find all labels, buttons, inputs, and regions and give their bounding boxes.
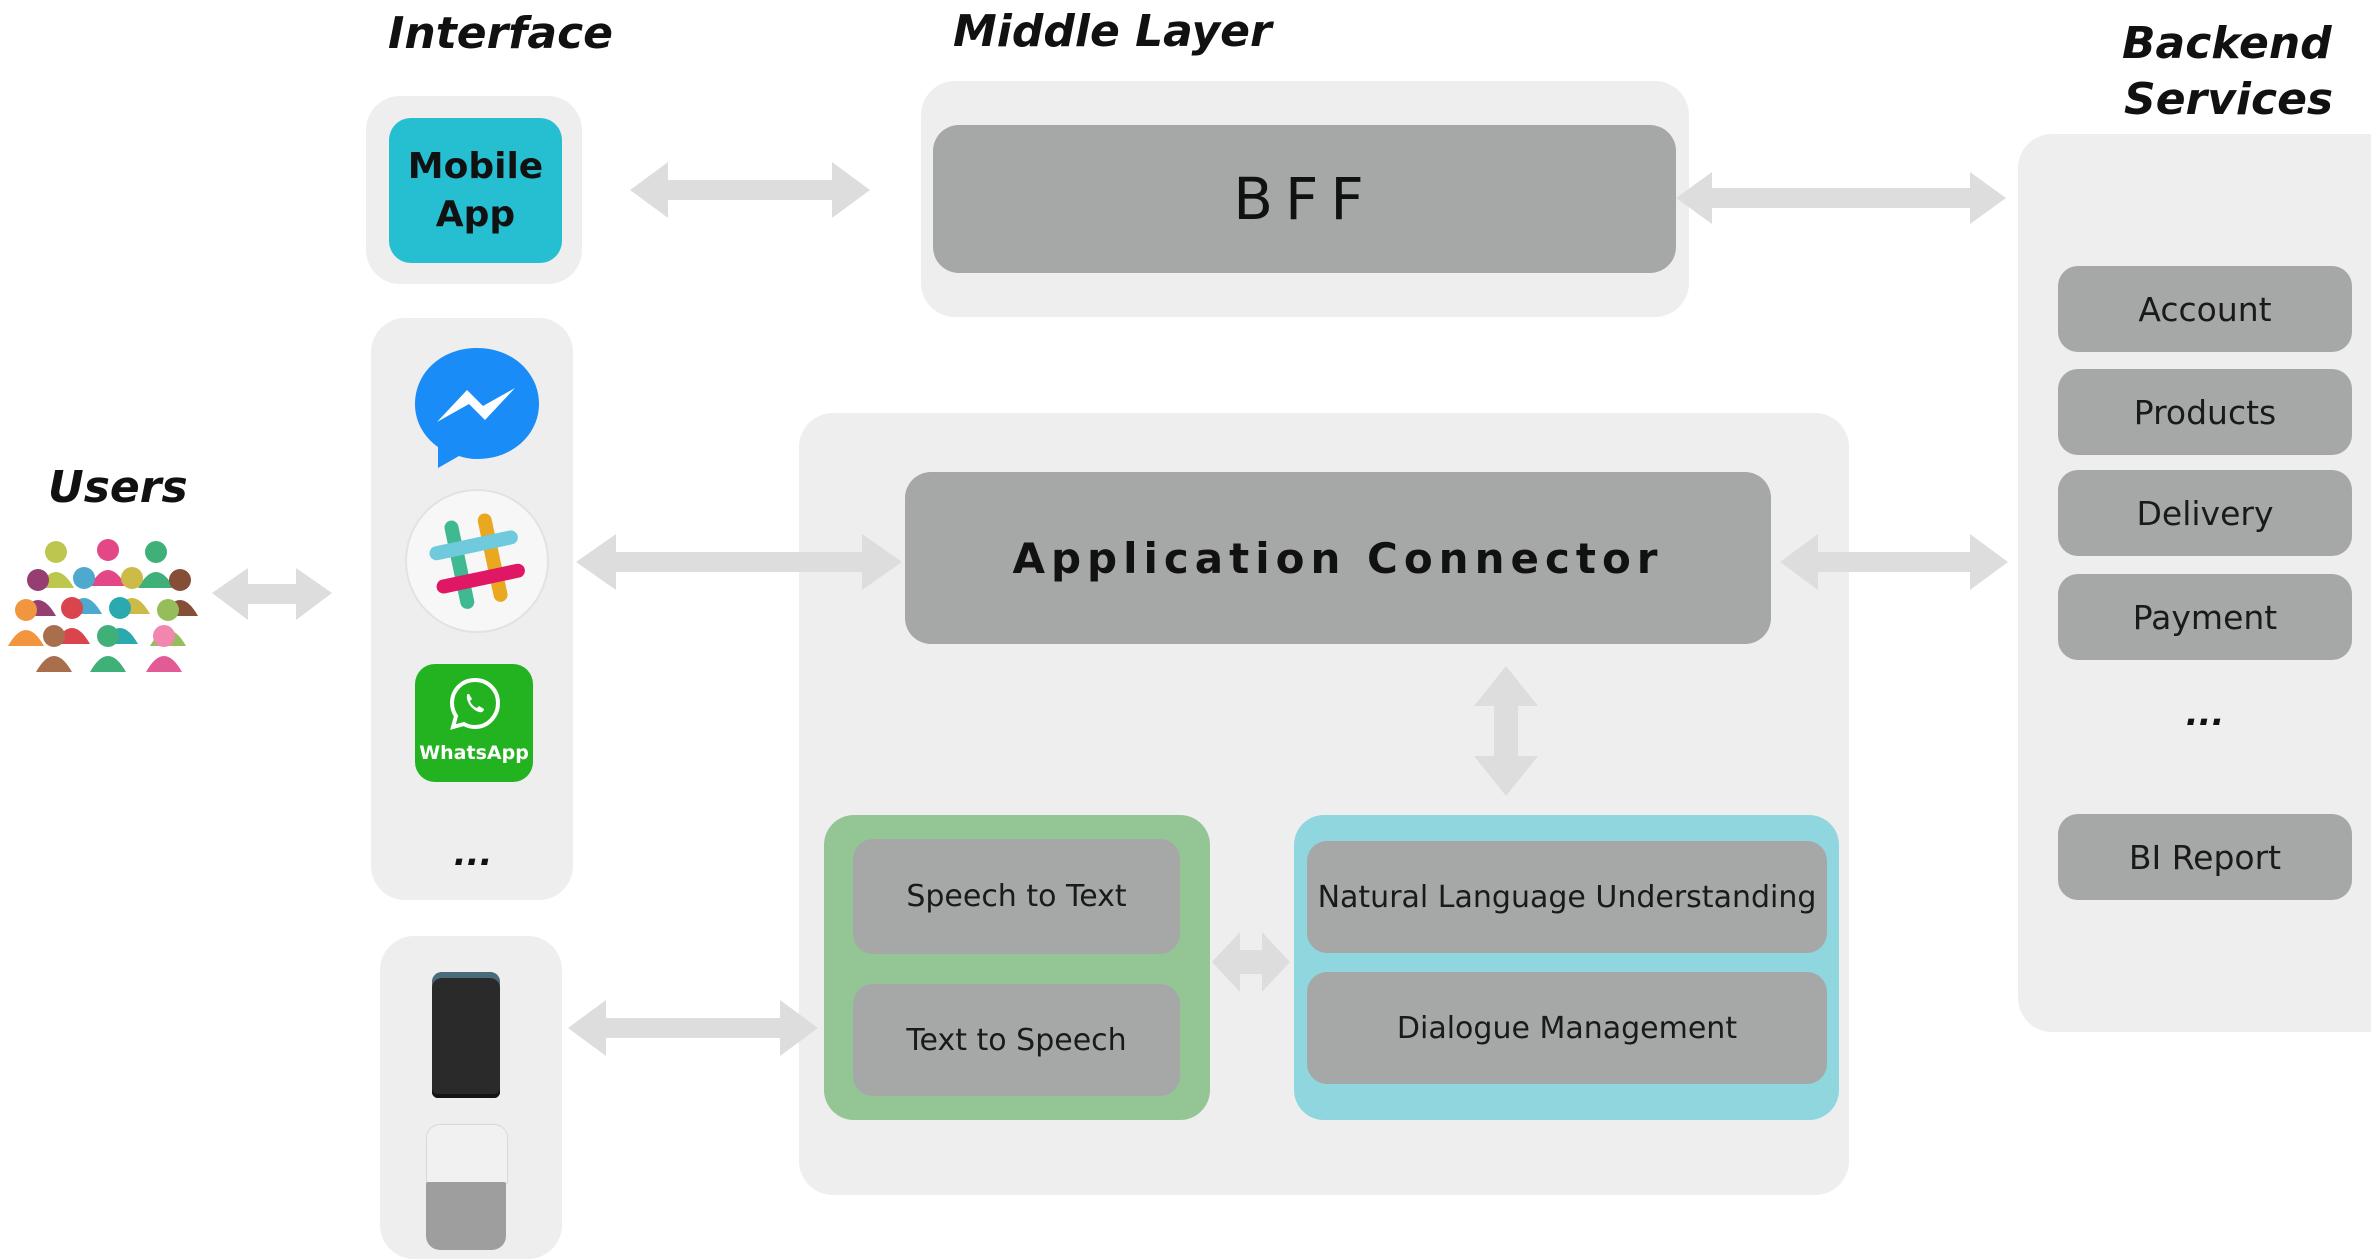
text-to-speech-box: Text to Speech — [853, 984, 1180, 1096]
arrow-voice-speech — [568, 1000, 818, 1056]
dialogue-management-box: Dialogue Management — [1307, 972, 1827, 1084]
service-account: Account — [2058, 266, 2352, 352]
whatsapp-icon[interactable]: WhatsApp — [415, 664, 533, 782]
backend-heading-line1: Backend — [2122, 18, 2332, 69]
arrow-bff-backend — [1676, 172, 2006, 224]
service-payment-label: Payment — [2132, 597, 2278, 637]
bff-label: BFF — [1233, 165, 1376, 233]
echo-speaker-icon — [432, 972, 500, 1098]
application-connector-label: Application Connector — [1012, 533, 1664, 583]
arrow-messaging-connector — [576, 534, 902, 590]
service-payment: Payment — [2058, 574, 2352, 660]
service-products: Products — [2058, 369, 2352, 455]
dialogue-management-label: Dialogue Management — [1396, 1010, 1738, 1046]
services-more: ... — [2185, 694, 2225, 734]
middle-layer-heading: Middle Layer — [953, 6, 1272, 57]
arrow-connector-backend — [1780, 534, 2008, 590]
service-bi-report: BI Report — [2058, 814, 2352, 900]
arrow-connector-nlu — [1474, 666, 1538, 796]
google-home-icon — [426, 1124, 508, 1250]
bff-box: BFF — [933, 125, 1676, 273]
speech-to-text-box: Speech to Text — [853, 839, 1180, 954]
arrow-mobile-bff — [630, 162, 870, 218]
whatsapp-glyph — [449, 677, 501, 730]
nlu-label: Natural Language Understanding — [1317, 879, 1817, 915]
backend-heading-line2: Services — [2124, 74, 2334, 125]
text-to-speech-label: Text to Speech — [906, 1022, 1127, 1058]
service-products-label: Products — [2133, 392, 2277, 432]
mobile-app-tile[interactable]: Mobile App — [389, 118, 562, 263]
interface-heading: Interface — [388, 8, 614, 59]
service-delivery-label: Delivery — [2136, 493, 2274, 533]
messenger-icon[interactable] — [409, 344, 545, 472]
arrow-speech-nlu — [1212, 932, 1290, 992]
messaging-more: ... — [453, 834, 493, 874]
service-delivery: Delivery — [2058, 470, 2352, 556]
users-crowd-icon — [8, 539, 198, 672]
service-bi-report-label: BI Report — [2128, 837, 2282, 877]
slack-icon[interactable] — [404, 488, 550, 634]
arrow-users-interface — [212, 568, 332, 620]
nlu-box: Natural Language Understanding — [1307, 841, 1827, 953]
application-connector-box: Application Connector — [905, 472, 1771, 644]
whatsapp-caption: WhatsApp — [419, 742, 529, 764]
users-heading: Users — [48, 462, 188, 513]
service-account-label: Account — [2138, 289, 2272, 329]
mobile-app-label-line2: App — [435, 193, 516, 235]
speech-to-text-label: Speech to Text — [906, 879, 1127, 914]
mobile-app-label-line1: Mobile — [407, 145, 544, 187]
